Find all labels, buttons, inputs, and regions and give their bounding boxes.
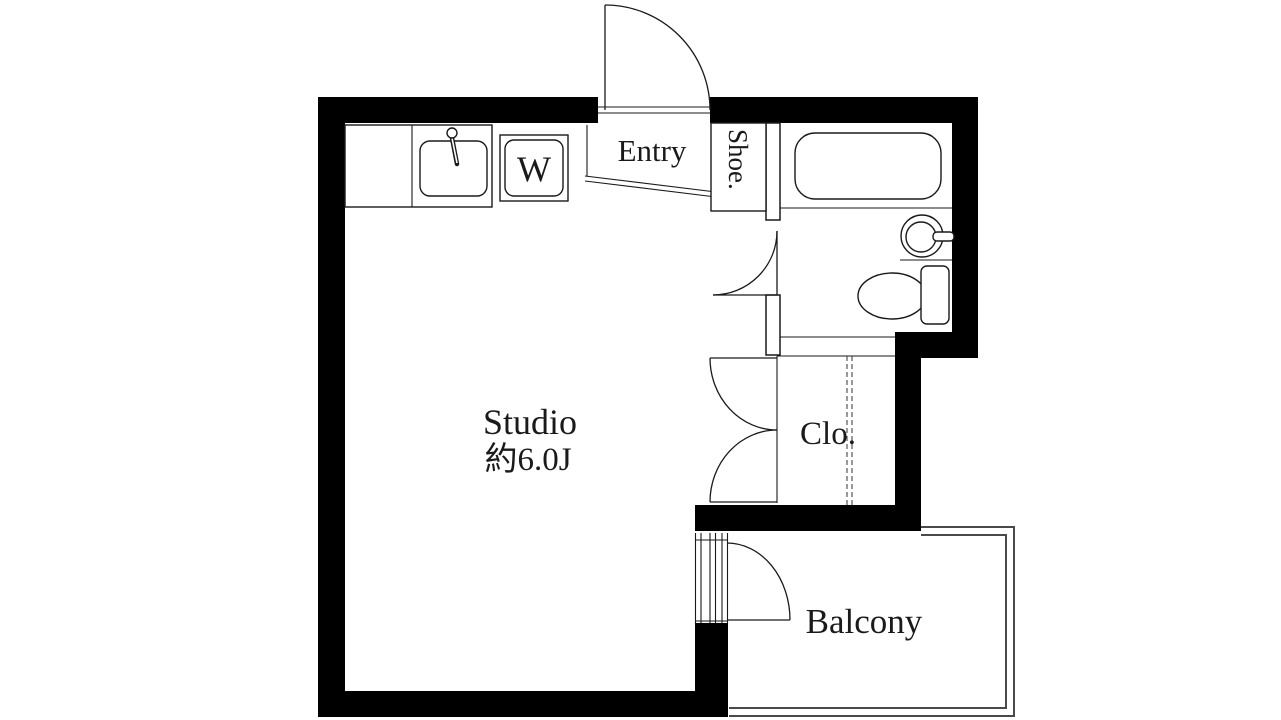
wall-top-right xyxy=(710,97,978,123)
partition-walls xyxy=(765,122,781,356)
bathroom-area xyxy=(712,132,955,338)
balcony-window xyxy=(693,533,730,623)
washroom-door-swing xyxy=(712,230,778,296)
genkan-step-line xyxy=(584,175,725,199)
entry-sill xyxy=(598,106,710,114)
entry-label: Entry xyxy=(618,133,687,168)
entry-area xyxy=(584,4,767,212)
entry-door-swing xyxy=(604,4,711,111)
balcony-border-inner xyxy=(729,534,1007,709)
partition-hall-bath-upper xyxy=(765,122,781,221)
shoe-cabinet xyxy=(710,122,767,212)
wall-bottom xyxy=(318,691,728,717)
wall-top-left xyxy=(318,97,598,123)
balcony-area xyxy=(693,526,1015,717)
studio-size-label: 約6.0J xyxy=(484,441,571,478)
shoe-label: Shoe. xyxy=(723,129,753,190)
wall-closet-right xyxy=(895,332,921,511)
closet-rod-line xyxy=(846,356,853,505)
balcony-door-swing xyxy=(726,542,791,621)
wall-right-bath xyxy=(952,97,978,358)
vanity-sink-basin xyxy=(905,221,937,253)
faucet-icon xyxy=(446,127,458,139)
studio-label: Studio xyxy=(483,402,577,442)
closet-label: Clo. xyxy=(800,416,856,452)
balcony-label: Balcony xyxy=(806,602,923,641)
washer-label: W xyxy=(517,149,551,189)
toilet-tank-icon xyxy=(920,265,950,325)
balcony-window-frames xyxy=(694,533,729,623)
closet-door-swing-top xyxy=(709,357,778,431)
toilet-bowl-icon xyxy=(857,272,927,320)
exterior-walls xyxy=(318,97,978,717)
vanity-faucet-icon xyxy=(932,231,955,242)
kitchen-area xyxy=(344,124,569,208)
wall-left xyxy=(318,97,345,717)
labels: Entry Shoe. W Studio 約6.0J Clo. Balcony xyxy=(483,129,923,641)
washer-box-inner xyxy=(504,139,564,197)
closet-area xyxy=(709,355,895,505)
balcony-border-outer xyxy=(729,526,1015,717)
balcony-window-rails xyxy=(695,539,728,622)
partition-hall-bath-lower xyxy=(765,294,781,356)
wall-balcony-band xyxy=(695,505,921,531)
faucet-stem-highlight xyxy=(451,137,458,164)
closet-door-swing-bottom xyxy=(709,429,778,503)
bathtub-icon xyxy=(794,132,942,200)
balcony-window-bg xyxy=(693,533,730,623)
wall-lower-right xyxy=(695,623,728,717)
washroom-door-leaf xyxy=(713,231,778,296)
